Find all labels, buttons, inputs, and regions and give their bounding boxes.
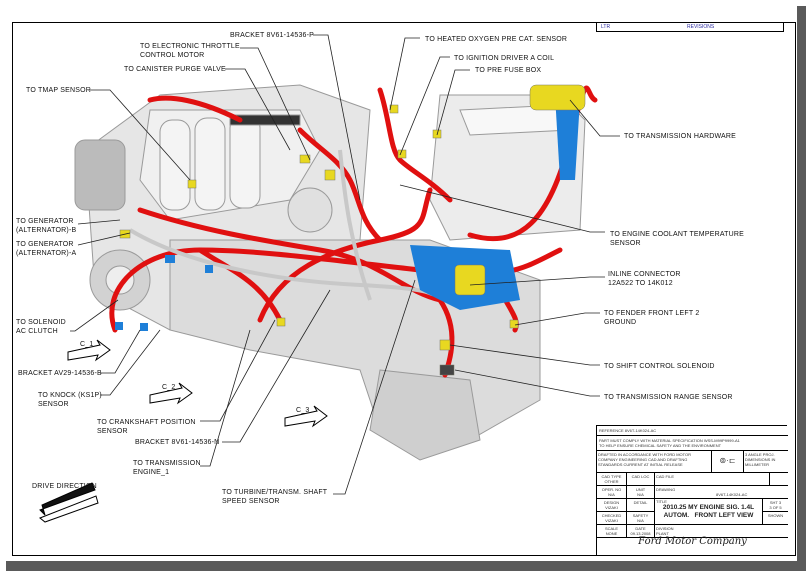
callout-canister: TO CANISTER PURGE VALVE <box>124 66 226 73</box>
view-label-c3: C_3 <box>296 407 310 414</box>
callout-crankshaft: TO CRANKSHAFT POSITION SENSOR <box>97 419 196 435</box>
tb-cad-loc: CAD LOC <box>627 473 655 485</box>
callout-bracket-p: BRACKET 8V61-14536-P <box>230 32 315 39</box>
view-arrows <box>39 339 328 523</box>
tb-design: DESIGN VIZAKI <box>597 499 627 512</box>
callout-tmap: TO TMAP SENSOR <box>26 87 92 94</box>
callout-range: TO TRANSMISSION RANGE SENSOR <box>604 394 733 401</box>
tb-drawing-number: 8V6T-14K024-AC <box>716 492 748 497</box>
callout-inline: INLINE CONNECTOR 12A522 TO 14K012 <box>608 271 681 287</box>
revisions-header: LTR REVISIONS <box>596 22 784 32</box>
yellow-plugs <box>119 84 586 376</box>
callout-turbine: TO TURBINE/TRANSM. SHAFT SPEED SENSOR <box>222 489 328 505</box>
callout-oxygen: TO HEATED OXYGEN PRE CAT. SENSOR <box>425 36 568 43</box>
tb-date: DATE 09.13.2008 <box>627 525 655 537</box>
tb-shown: SHOWN <box>767 513 784 518</box>
tb-projection: 3 ANGLE PROJ. DIMENSIONS IN MILLIMETER <box>745 452 776 467</box>
tb-division: DIVISION PLANT <box>656 526 674 536</box>
tb-drawing-label: DRAWING <box>656 487 676 492</box>
callout-shift: TO SHIFT CONTROL SOLENOID <box>604 363 715 370</box>
callout-generator-a: TO GENERATOR (ALTERNATOR)-A <box>16 241 77 257</box>
tb-unit: UNIT N/A <box>627 486 655 498</box>
drawing-title-line2: AUTOM. FRONT LEFT VIEW <box>663 512 754 519</box>
drawing-frame <box>12 22 796 556</box>
tb-detail: DETAIL <box>627 499 655 512</box>
callout-ignition: TO IGNITION DRIVER A COIL <box>454 55 555 62</box>
ford-signature-logo: Ford Motor Company <box>638 536 747 547</box>
tb-sheet: SHT 3 3 OF 5 <box>763 499 788 512</box>
tb-title-label: TITLE <box>656 499 667 504</box>
tb-compliance: PART MUST COMPLY WITH MATERIAL SPECIFICA… <box>597 436 788 451</box>
callout-generator-b: TO GENERATOR (ALTERNATOR)-B <box>16 218 77 234</box>
tb-reference: REFERENCE 8V6T-14K024-AC <box>597 426 788 436</box>
leader-lines <box>70 34 620 495</box>
revisions-label: REVISIONS <box>687 24 715 30</box>
window-shadow-bottom <box>6 561 806 571</box>
callout-throttle: TO ELECTRONIC THROTTLE CONTROL MOTOR <box>140 43 240 59</box>
callout-trans-engine: TO TRANSMISSION ENGINE_1 <box>133 460 201 476</box>
view-label-c2: C_2 <box>162 384 176 391</box>
tb-checked: CHECKED VIZAKI <box>597 512 627 524</box>
revisions-ltr: LTR <box>601 24 611 30</box>
drawing-title-line1: 2010.25 MY ENGINE SIG. 1.4L <box>662 504 755 511</box>
tb-drafted: DRAFTED IN ACCORDANCE WITH FORD MOTOR CO… <box>597 451 712 472</box>
callout-solenoid: TO SOLENOID AC CLUTCH <box>16 319 66 335</box>
tb-oper-no: OPER. NO N/A <box>597 486 627 498</box>
projection-symbol-icon: ⊚·⊏ <box>712 451 744 472</box>
callout-knock: TO KNOCK (KS1P) SENSOR <box>38 392 102 408</box>
tb-scale: SCALE NONE <box>597 525 627 537</box>
window-shadow-right <box>797 6 806 571</box>
title-block: REFERENCE 8V6T-14K024-AC PART MUST COMPL… <box>596 425 788 555</box>
drive-direction-label: DRIVE DIRECTION <box>32 483 97 490</box>
callout-prefuse: TO PRE FUSE BOX <box>475 67 542 74</box>
callout-bracket-b: BRACKET AV29-14536-B <box>18 370 102 377</box>
tb-cad-type: CAD TYPE OTHER <box>597 473 627 485</box>
callout-fender: TO FENDER FRONT LEFT 2 GROUND <box>604 310 700 326</box>
tb-safety: SAFETY N/A <box>627 512 655 524</box>
view-label-c1: C_1 <box>80 341 94 348</box>
callout-bracket-n: BRACKET 8V61-14536-N <box>135 439 220 446</box>
callout-trans-hardware: TO TRANSMISSION HARDWARE <box>624 133 737 140</box>
tb-cad-file: CAD FILE <box>655 473 770 485</box>
callout-coolant: TO ENGINE COOLANT TEMPERATURE SENSOR <box>610 231 745 247</box>
